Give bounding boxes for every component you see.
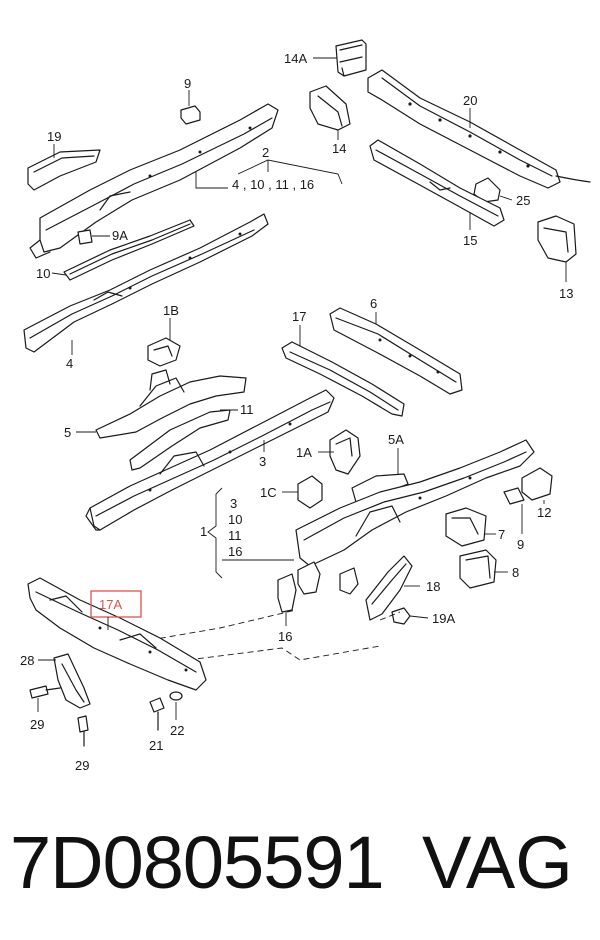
callout-2-group: 4 , 10 , 11 , 16 [232,177,314,192]
part-12-bracket: 12 [503,467,553,520]
part-15-rail: 15 [369,139,505,248]
brand-name: VAG [422,821,573,904]
part-number: 7D0805591 [10,821,385,904]
callout-4: 4 [66,356,73,371]
part-9-lower-block: 9 [517,504,524,552]
part-17-cross-member: 17 [281,309,405,417]
callout-22: 22 [170,723,184,738]
callout-2: 2 [262,145,269,160]
part-29-bolt-left: 29 [29,685,61,732]
part-14-bracket: 14 [309,85,351,156]
callout-1a: 1A [296,445,312,460]
callout-14a: 14A [284,51,307,66]
assembly-dash-lines [149,609,401,661]
part-19a-fitting: 19A [391,607,455,626]
callout-1-group-10: 10 [228,512,242,527]
part-13-bracket: 13 [537,215,577,301]
part-21-bolt: 21 [149,697,165,753]
callout-1-group-3: 3 [230,496,237,511]
part-19-bracket: 19 [27,129,101,191]
part-29-bolt-lower: 29 [75,715,89,773]
callout-28: 28 [20,653,34,668]
part-9-block: 9 [180,76,201,125]
part-18-bracket: 18 [365,555,440,621]
callout-1: 1 [200,524,207,539]
callout-5: 5 [64,425,71,440]
part-8-box: 8 [459,549,519,589]
callout-9: 9 [184,76,191,91]
callout-9-lower: 9 [517,537,524,552]
callout-3: 3 [259,454,266,469]
part-20-cross-member: 20 [367,69,591,189]
part-5a-bracket: 5A [351,432,409,503]
part-17a-front-cross-member: 17A [27,577,207,691]
part-11-reinforcement: 11 [129,402,254,471]
callout-1-group-11: 11 [228,528,242,543]
part-1b-bracket: 1B [147,303,181,367]
part-3-main-member: 3 [85,389,335,531]
callout-19a: 19A [432,611,455,626]
callout-13: 13 [559,286,573,301]
part-info-footer: 7D0805591 VAG [0,808,600,918]
part-14a-bracket: 14A [284,39,367,77]
part-22-washer: 22 [169,691,184,738]
callout-25: 25 [516,193,530,208]
callout-29-left: 29 [30,717,44,732]
part-16-bracket: 16 [277,561,359,644]
callout-15: 15 [463,233,477,248]
callout-19: 19 [47,129,61,144]
part-9a-plate: 9A [77,228,128,245]
callout-10: 10 [36,266,50,281]
part-6-cross-member: 6 [329,296,463,395]
callout-1c: 1C [260,485,277,500]
part-1a-bracket: 1A [296,429,361,475]
part-4-rail: 4 [23,213,269,371]
callout-8: 8 [512,565,519,580]
part-5-panel: 5 [64,369,247,440]
callout-9a: 9A [112,228,128,243]
callout-20: 20 [463,93,477,108]
callout-7: 7 [498,527,505,542]
callout-17a: 17A [99,597,122,612]
callout-1-group-16: 16 [228,544,242,559]
callout-12: 12 [537,505,551,520]
callout-17: 17 [292,309,306,324]
part-1c-bracket: 1C [260,475,323,509]
part-28-plate: 28 [20,653,91,709]
callout-14: 14 [332,141,346,156]
exploded-parts-diagram: 14A 9 20 14 19 [20,39,591,773]
callout-6: 6 [370,296,377,311]
part-10-rail: 10 [36,219,195,281]
part-7-bracket: 7 [445,507,505,547]
part-25-clip: 25 [473,177,530,208]
callout-18: 18 [426,579,440,594]
callout-29-lower: 29 [75,758,89,773]
callout-11: 11 [240,402,254,417]
callout-16: 16 [278,629,292,644]
callout-5a: 5A [388,432,404,447]
part-1-main-member: 1 3 10 11 16 [200,439,535,579]
callout-1b: 1B [163,303,179,318]
part-2-side-member: 2 4 , 10 , 11 , 16 [29,103,343,259]
callout-21: 21 [149,738,163,753]
